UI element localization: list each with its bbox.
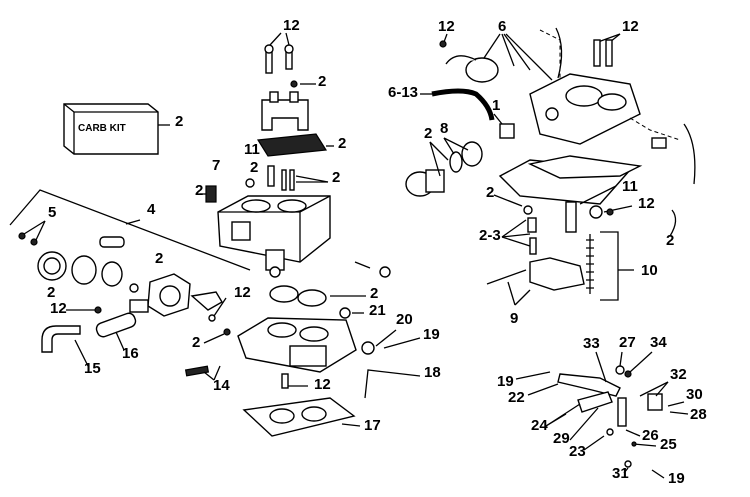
callout-l-2-a: 2 bbox=[318, 73, 326, 90]
callout-l-6-13: 6-13 bbox=[388, 84, 418, 101]
callout-l-22: 22 bbox=[508, 389, 525, 406]
callout-l-19-c: 19 bbox=[668, 470, 685, 487]
callout-l-33: 33 bbox=[583, 335, 600, 352]
callout-l-15: 15 bbox=[84, 360, 101, 377]
callout-l-8: 8 bbox=[440, 120, 448, 137]
callout-l-2-h: 2 bbox=[370, 285, 378, 302]
callout-l-12-right: 12 bbox=[638, 195, 655, 212]
callout-l-2-j: 2 bbox=[424, 125, 432, 142]
top-center-parts bbox=[256, 32, 334, 157]
callout-l-9: 9 bbox=[510, 310, 518, 327]
callout-l-5: 5 bbox=[48, 204, 56, 221]
callout-l-10: 10 bbox=[641, 262, 658, 279]
carb-lower-body bbox=[184, 285, 421, 437]
callout-l-7: 7 bbox=[212, 157, 220, 174]
callout-l-11-left: 11 bbox=[244, 141, 260, 158]
callout-l-2-g: 2 bbox=[47, 284, 55, 301]
callout-l-2-d: 2 bbox=[332, 169, 340, 186]
carb-kit-label: CARB KIT bbox=[78, 123, 126, 134]
right-carb-assembly bbox=[405, 27, 696, 205]
callout-l-12-left: 12 bbox=[50, 300, 67, 317]
callout-l-28: 28 bbox=[690, 406, 707, 423]
callout-l-24: 24 bbox=[531, 417, 548, 434]
float-needle-assembly bbox=[486, 185, 677, 306]
linkage-assembly bbox=[515, 351, 689, 479]
callout-l-34: 34 bbox=[650, 334, 667, 351]
callout-l-23: 23 bbox=[569, 443, 586, 460]
callout-l-29: 29 bbox=[553, 430, 570, 447]
callout-l-12-tr1: 12 bbox=[438, 18, 455, 35]
callout-l-19-a: 19 bbox=[423, 326, 440, 343]
callout-l-21: 21 bbox=[369, 302, 386, 319]
callout-l-2-k: 2 bbox=[486, 184, 494, 201]
callout-l-2-f: 2 bbox=[155, 250, 163, 267]
callout-l-2-e: 2 bbox=[195, 182, 203, 199]
callout-l-14: 14 bbox=[213, 377, 230, 394]
callout-l-16: 16 bbox=[122, 345, 139, 362]
callout-l-12-top: 12 bbox=[283, 17, 300, 34]
callout-l-1: 1 bbox=[492, 97, 500, 114]
callout-l-27: 27 bbox=[619, 334, 636, 351]
callout-l-18: 18 bbox=[424, 364, 441, 381]
callout-l-20: 20 bbox=[396, 311, 413, 328]
callout-l-32: 32 bbox=[670, 366, 687, 383]
accelerator-pump-assembly bbox=[9, 189, 251, 367]
callout-l-12-low: 12 bbox=[314, 376, 331, 393]
callout-l-12-tr2: 12 bbox=[622, 18, 639, 35]
callout-l-11-right: 11 bbox=[622, 178, 638, 195]
callout-l-17: 17 bbox=[364, 417, 381, 434]
callout-l-31: 31 bbox=[612, 465, 629, 482]
callout-l-2-3: 2-3 bbox=[479, 227, 501, 244]
callout-l-2-c: 2 bbox=[250, 159, 258, 176]
callout-l-25: 25 bbox=[660, 436, 677, 453]
callout-l-12-mid: 12 bbox=[234, 284, 251, 301]
callout-l-kit-2: 2 bbox=[175, 113, 183, 130]
carb-upper-body bbox=[200, 165, 391, 278]
callout-l-2-b: 2 bbox=[338, 135, 346, 152]
callout-l-26: 26 bbox=[642, 427, 659, 444]
callout-l-2-l: 2 bbox=[666, 232, 674, 249]
callout-l-19-b: 19 bbox=[497, 373, 514, 390]
callout-l-4: 4 bbox=[147, 201, 156, 218]
callout-l-30: 30 bbox=[686, 386, 703, 403]
callout-l-2-i: 2 bbox=[192, 334, 200, 351]
callout-l-6: 6 bbox=[498, 18, 506, 35]
carb-kit-box: CARB KIT bbox=[63, 103, 170, 155]
